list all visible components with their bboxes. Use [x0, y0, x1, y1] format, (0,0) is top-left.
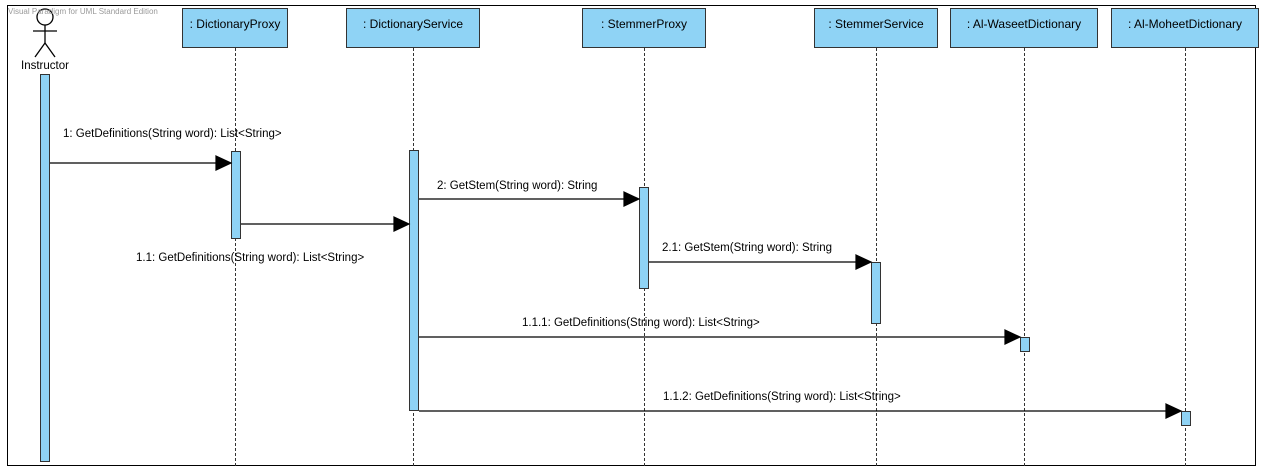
message-1-1-2-label: 1.1.2: GetDefinitions(String word): List…: [663, 391, 901, 403]
lifeline-stemmer-proxy[interactable]: : StemmerProxy: [582, 8, 706, 48]
lifeline-label: : DictionaryService: [362, 17, 464, 31]
watermark: Visual Paradigm for UML Standard Edition: [8, 7, 158, 16]
activation-al-waseet-dictionary: [1020, 337, 1030, 352]
message-1-1-arrow: [241, 216, 411, 232]
message-2-label: 2: GetStem(String word): String: [437, 180, 598, 192]
message-1-label: 1: GetDefinitions(String word): List<Str…: [63, 128, 282, 140]
message-2-1-arrow: [649, 254, 873, 270]
message-2-arrow: [419, 191, 641, 207]
actor-label: Instructor: [21, 60, 69, 72]
message-2-1-label: 2.1: GetStem(String word): String: [662, 242, 833, 254]
activation-dictionary-proxy: [231, 151, 241, 239]
activation-instructor: [40, 74, 50, 462]
lifeline-label: : StemmerProxy: [600, 17, 687, 31]
lifeline-label: : StemmerService: [828, 17, 924, 31]
lifeline-al-moheet-dictionary[interactable]: : Al-MoheetDictionary: [1111, 8, 1259, 48]
lifeline-label: : Al-WaseetDictionary: [966, 17, 1082, 31]
message-1-1-1-arrow: [419, 329, 1022, 345]
lifeline-line-al-waseet-dictionary: [1024, 48, 1025, 466]
lifeline-dictionary-service[interactable]: : DictionaryService: [346, 8, 480, 48]
lifeline-al-waseet-dictionary[interactable]: : Al-WaseetDictionary: [950, 8, 1098, 48]
lifeline-dictionary-proxy[interactable]: : DictionaryProxy: [182, 8, 288, 48]
lifeline-label: : Al-MoheetDictionary: [1127, 17, 1243, 31]
lifeline-line-dictionary-proxy: [235, 48, 236, 466]
activation-al-moheet-dictionary: [1181, 411, 1191, 426]
message-1-1-label: 1.1: GetDefinitions(String word): List<S…: [136, 252, 365, 264]
message-1-arrow: [50, 155, 233, 171]
activation-stemmer-proxy: [639, 187, 649, 289]
message-1-1-2-arrow: [419, 403, 1183, 419]
lifeline-line-al-moheet-dictionary: [1185, 48, 1186, 466]
lifeline-label: : DictionaryProxy: [189, 17, 281, 31]
actor-icon: [33, 8, 57, 58]
activation-dictionary-service: [409, 150, 419, 411]
activation-stemmer-service: [871, 262, 881, 324]
diagram-frame: [7, 5, 1256, 466]
message-1-1-1-label: 1.1.1: GetDefinitions(String word): List…: [522, 317, 760, 329]
lifeline-stemmer-service[interactable]: : StemmerService: [814, 8, 938, 48]
lifeline-line-stemmer-service: [876, 48, 877, 466]
